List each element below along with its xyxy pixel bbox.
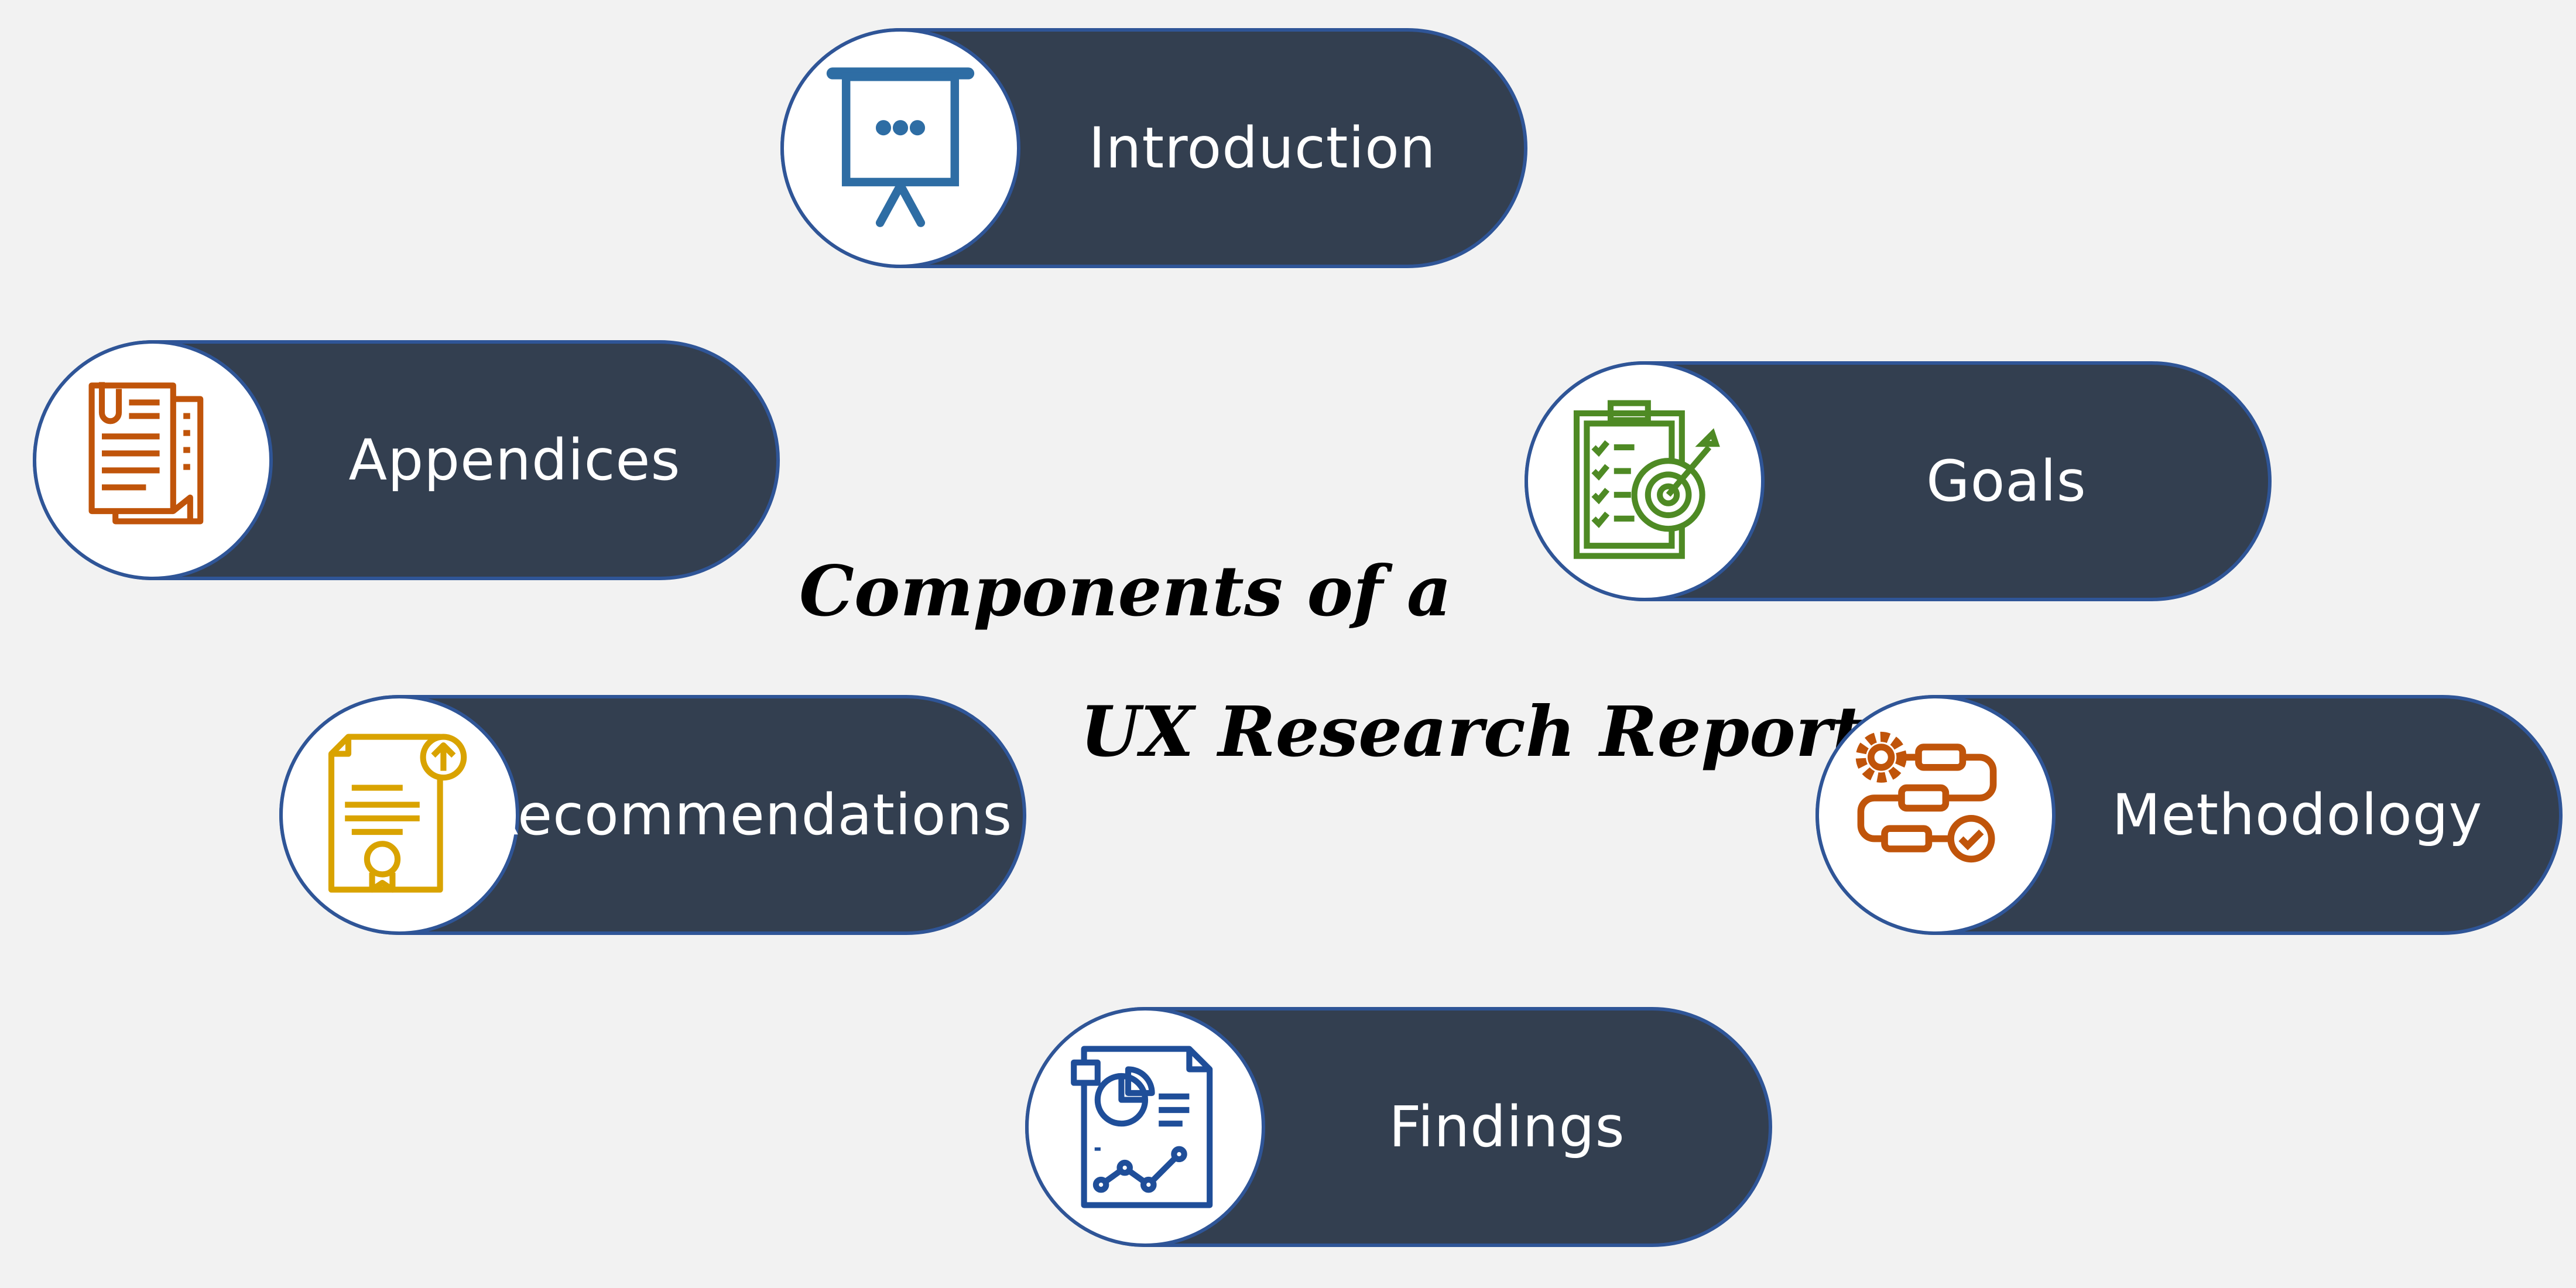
process-flow-icon — [1855, 731, 1997, 863]
diagram-title-line2: UX Research Report — [1080, 691, 1864, 772]
icon-circle — [1025, 1007, 1265, 1247]
component-label: Goals — [1926, 448, 2087, 514]
icon-circle — [780, 28, 1020, 268]
component-findings: Findings — [1025, 1007, 1772, 1247]
report-chart-icon — [1071, 1046, 1213, 1208]
component-label: Appendices — [348, 427, 681, 493]
icon-circle — [1525, 361, 1765, 601]
component-label: Introduction — [1088, 115, 1436, 181]
component-label: Recommendations — [480, 782, 1013, 848]
component-methodology: Methodology — [1815, 695, 2563, 935]
component-label: Findings — [1389, 1094, 1625, 1160]
component-introduction: Introduction — [780, 28, 1527, 268]
component-appendices: Appendices — [33, 340, 780, 580]
clipboard-target-icon — [1573, 400, 1720, 559]
diagram-title-line1: Components of a — [799, 550, 1452, 632]
icon-circle — [33, 340, 273, 580]
documents-clip-icon — [88, 382, 204, 525]
component-recommendations: Recommendations — [279, 695, 1026, 935]
certificate-icon — [328, 734, 467, 893]
presentation-board-icon — [826, 67, 975, 227]
component-goals: Goals — [1525, 361, 2272, 601]
icon-circle — [279, 695, 519, 935]
icon-circle — [1815, 695, 2056, 935]
component-label: Methodology — [2112, 782, 2483, 848]
